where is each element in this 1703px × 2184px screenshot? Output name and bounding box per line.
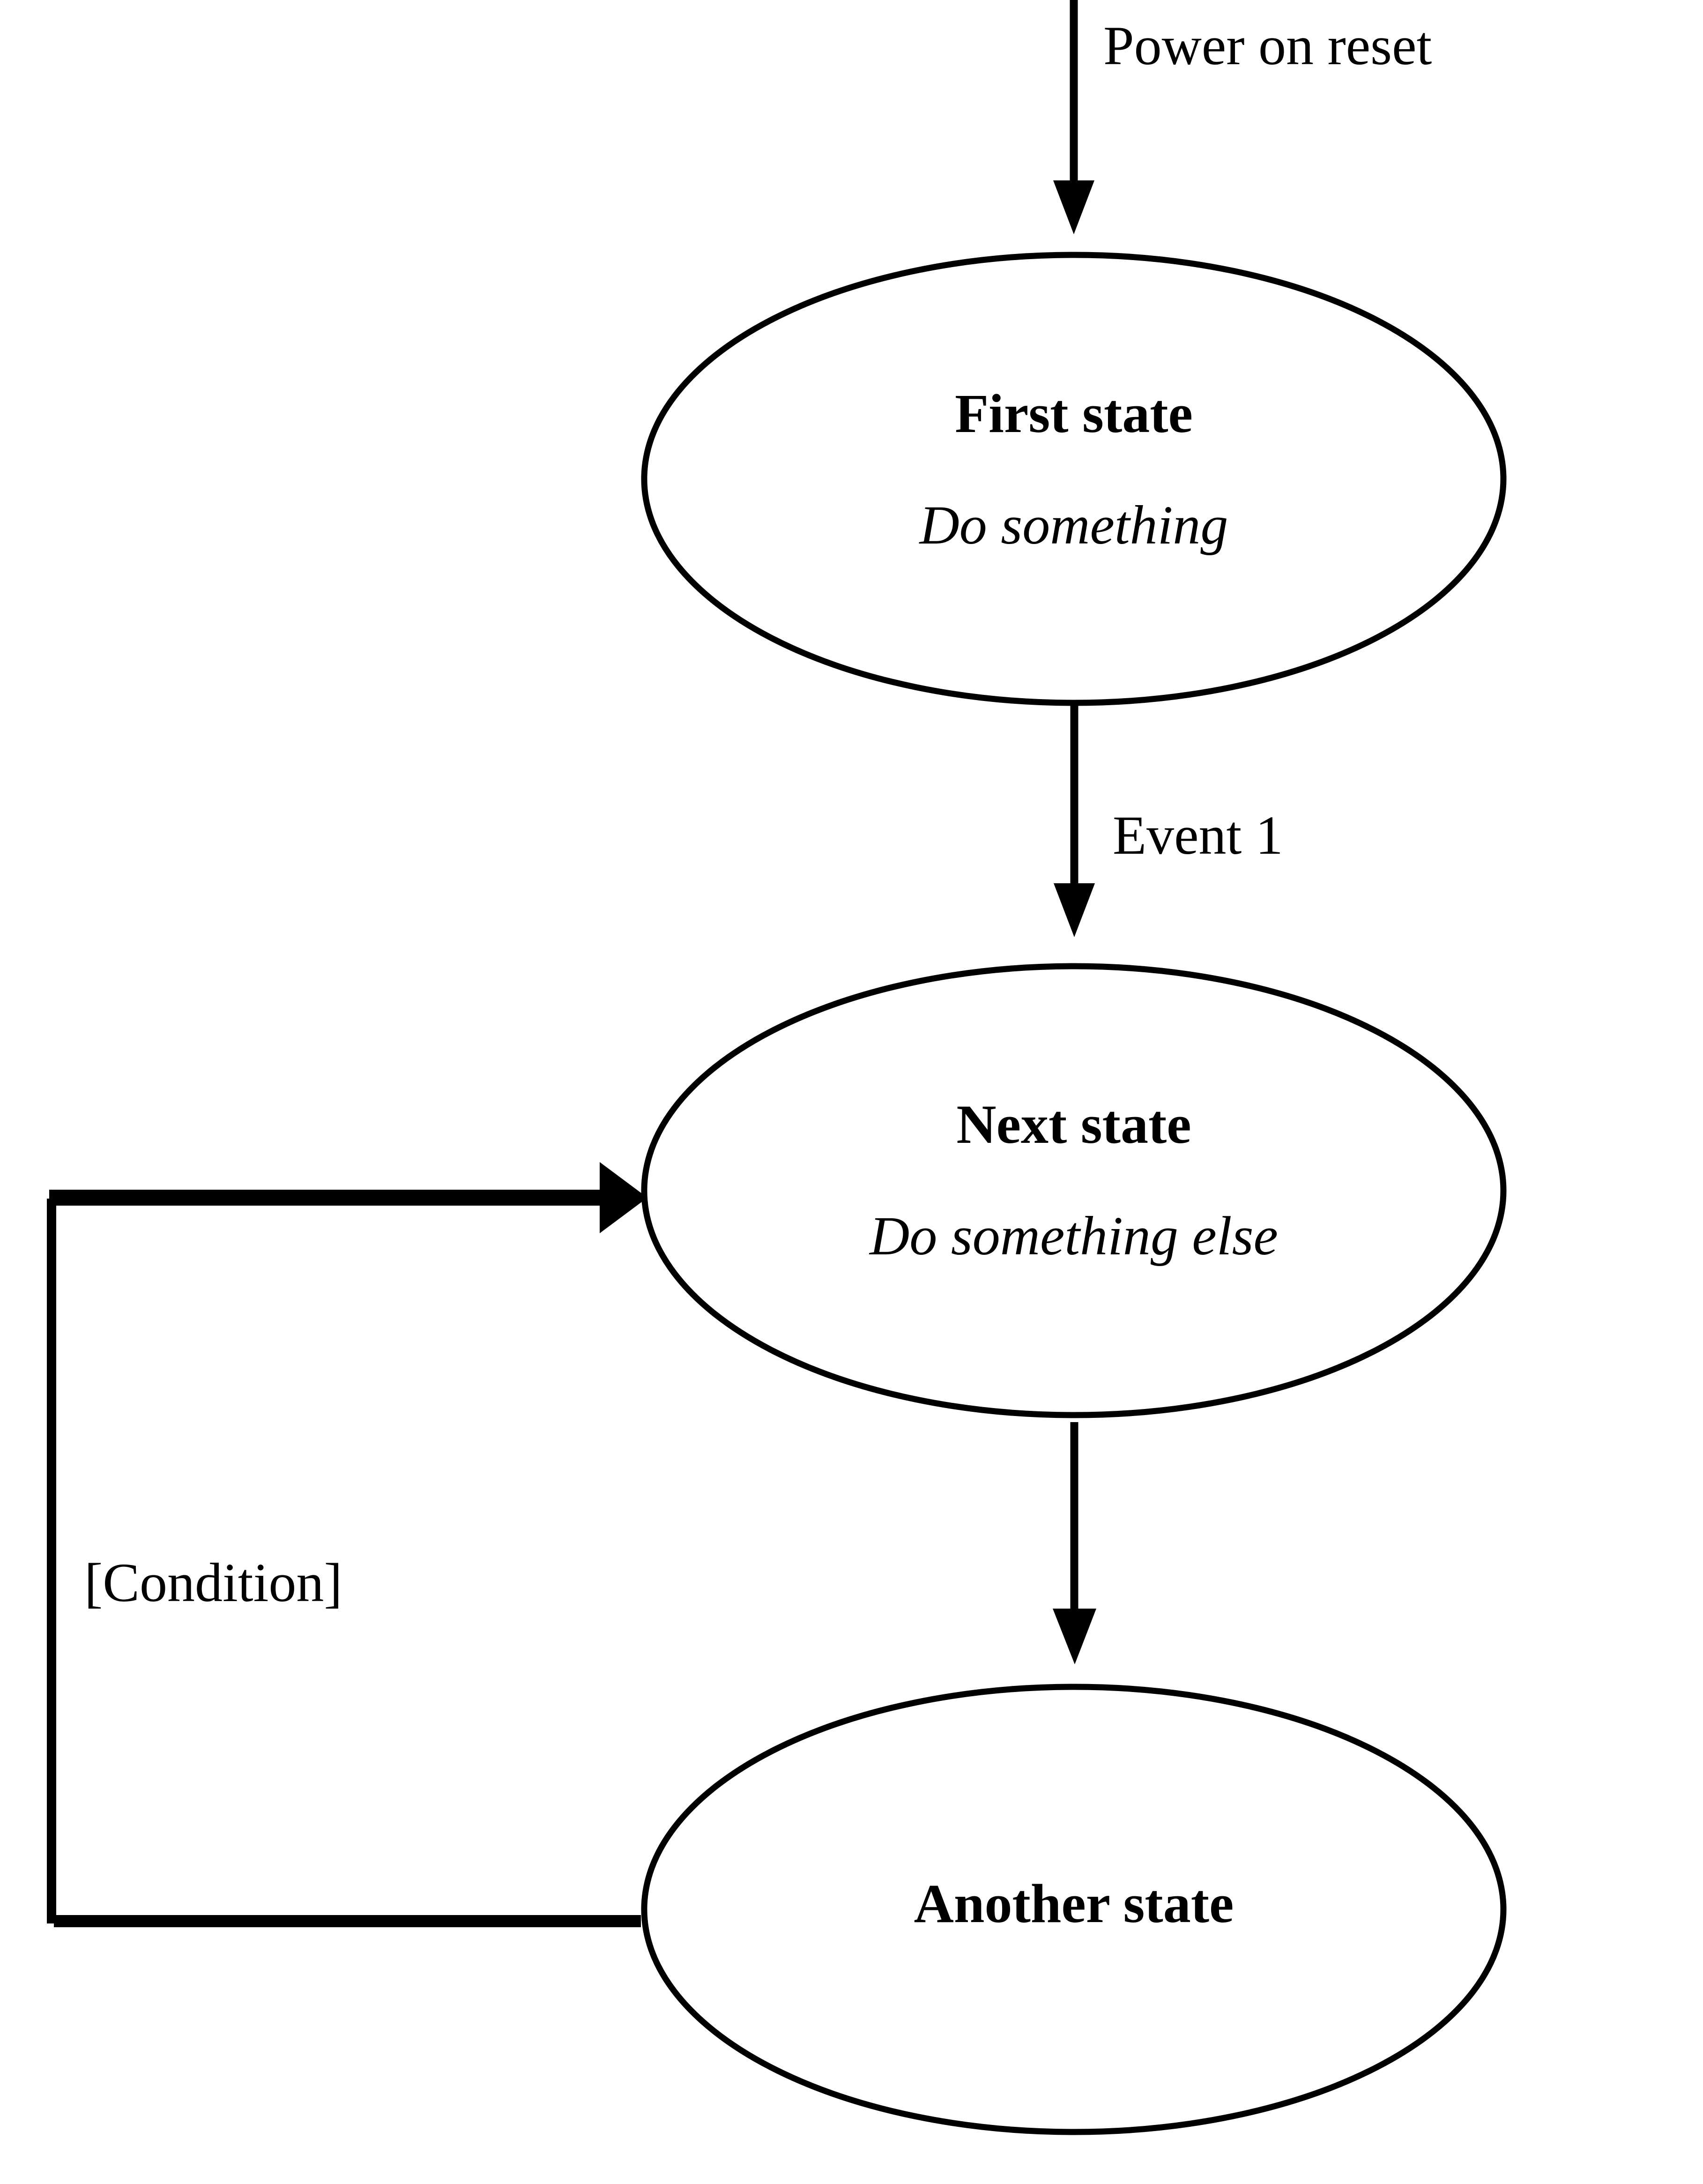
another-state-title: Another state	[914, 1873, 1234, 1934]
first-state-action: Do something	[919, 494, 1228, 556]
first-state-title: First state	[955, 383, 1193, 444]
next-to-another-arrowhead-icon	[1053, 1609, 1096, 1664]
next-state-title: Next state	[956, 1094, 1191, 1155]
transition-next-to-another	[1053, 1422, 1096, 1664]
first-state-ellipse[interactable]	[641, 252, 1507, 706]
transition-label-power-on-reset: Power on reset	[1103, 15, 1432, 76]
transition-label-event-1: Event 1	[1113, 805, 1283, 866]
transition-label-condition: [Condition]	[84, 1552, 342, 1613]
state-node-next-state[interactable]: Next state Do something else	[641, 963, 1507, 1418]
next-state-action: Do something else	[869, 1205, 1278, 1267]
next-state-ellipse[interactable]	[641, 963, 1507, 1418]
event-1-arrowhead-icon	[1054, 883, 1095, 937]
power-on-reset-arrowhead-icon	[1053, 180, 1094, 234]
state-node-first-state[interactable]: First state Do something	[641, 252, 1507, 706]
transition-event-1: Event 1	[1054, 702, 1283, 937]
state-node-another-state[interactable]: Another state	[641, 1684, 1507, 2135]
transition-condition-loop: [Condition]	[47, 1162, 647, 1927]
transition-power-on-reset: Power on reset	[1053, 0, 1432, 234]
another-state-ellipse[interactable]	[641, 1684, 1507, 2135]
condition-loop-arrowhead-icon	[600, 1162, 647, 1233]
